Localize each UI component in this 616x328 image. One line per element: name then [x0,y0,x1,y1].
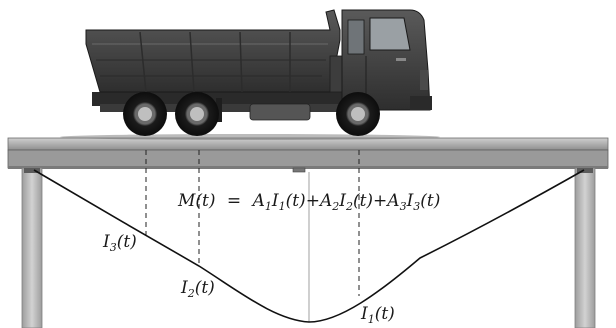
label-i1: I1(t) [360,304,395,326]
wheel-front [336,92,380,136]
axle-projection-lines [145,150,360,296]
bridge-deck [7,137,609,169]
truck-wheels [123,92,380,136]
dump-truck-icon [60,9,440,140]
right-pier [574,167,596,328]
moment-equation: M(t) = A1I1(t)+A2I2(t)+A3I3(t) [177,191,440,213]
equation-equals: = [227,191,241,211]
svg-text:M(t) = A1I1(t)+A2I: M(t) = A1I1(t)+A2I2(t)+A3I3(t) [177,191,440,213]
strain-gauge-icon [292,167,306,173]
label-i2: I2(t) [180,278,215,300]
equation-lhs: M(t) [177,191,216,211]
left-pier [21,167,43,328]
influence-line-curve [33,169,585,323]
wheel-rear-1 [123,92,167,136]
wheel-rear-2 [175,92,219,136]
label-i3: I3(t) [102,232,137,254]
